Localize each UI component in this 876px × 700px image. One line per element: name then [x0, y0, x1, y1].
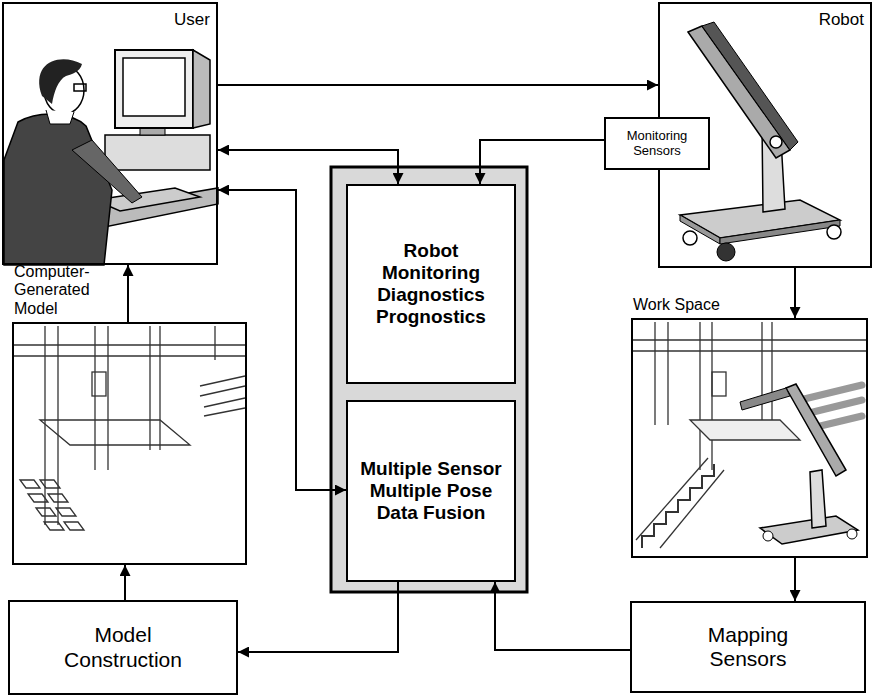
model-illustration-part	[204, 398, 245, 407]
user-illustration-part	[105, 135, 210, 170]
panel-heading: Computer- Generated Model	[14, 263, 114, 318]
workspace-illustration-part	[763, 531, 773, 541]
workspace-panel: Work Space	[631, 318, 868, 558]
center-frame-part	[331, 167, 527, 592]
workspace-illustration-part	[636, 458, 708, 540]
model-illustration-part	[20, 480, 84, 530]
workspace-illustration-part	[847, 529, 857, 539]
model-illustration-part	[159, 326, 160, 450]
workspace-illustration-part	[690, 420, 800, 440]
workspace-illustration-part	[800, 385, 862, 400]
model-illustration-part	[94, 326, 95, 470]
workspace-illustration	[631, 322, 868, 548]
box-label: Monitoring Sensors	[610, 129, 704, 159]
model-illustration-part	[200, 386, 245, 396]
robot-illustration-part	[717, 243, 735, 261]
model-illustration-part	[92, 372, 106, 396]
workspace-illustration-part	[631, 350, 868, 351]
robot-illustration-part	[827, 225, 841, 239]
process-box: Robot Monitoring Diagnostics Prognostics	[346, 184, 516, 384]
connector-arrow	[794, 268, 796, 318]
robot-illustration-part	[770, 136, 782, 148]
workspace-illustration-part	[660, 470, 724, 548]
model-illustration-part	[40, 420, 190, 445]
user-illustration-part	[74, 84, 86, 91]
connector-arrow	[480, 140, 604, 184]
user-illustration-part	[140, 128, 165, 135]
model-illustration	[12, 326, 247, 530]
user-illustration-part	[193, 50, 210, 128]
model-illustration-part	[12, 344, 247, 345]
workspace-illustration-part	[786, 384, 846, 476]
workspace-illustration-part	[740, 388, 790, 410]
workspace-illustration-part	[654, 322, 655, 425]
model-panel: Computer- Generated Model	[12, 322, 247, 565]
sensor-box: Mapping Sensors	[630, 601, 866, 693]
connector-arrow	[127, 265, 129, 322]
box-label: Robot Monitoring Diagnostics Prognostics	[356, 240, 506, 327]
connector-arrow	[238, 582, 398, 652]
connector-arrow	[218, 84, 658, 86]
model-illustration-part	[214, 326, 215, 360]
model-illustration-part	[200, 376, 245, 386]
process-box: Model Construction	[8, 600, 238, 695]
box-label: User	[174, 10, 210, 30]
center-frame	[331, 167, 527, 592]
model-illustration-part	[149, 326, 150, 450]
workspace-illustration-part	[631, 339, 868, 340]
box-label: Mapping Sensors	[673, 623, 823, 671]
connector-arrow	[218, 190, 346, 490]
process-box: Multiple Sensor Multiple Pose Data Fusio…	[346, 400, 516, 582]
workspace-illustration-part	[760, 516, 858, 544]
connector-arrow	[124, 565, 126, 600]
workspace-illustration-part	[805, 400, 862, 414]
robot-illustration-part	[680, 215, 720, 244]
box-label: Multiple Sensor Multiple Pose Data Fusio…	[356, 458, 506, 524]
workspace-illustration-part	[631, 322, 868, 548]
workspace-illustration-part	[810, 470, 826, 528]
robot-illustration-part	[702, 22, 798, 150]
model-illustration-part	[107, 326, 108, 470]
model-illustration-part	[57, 326, 58, 525]
model-illustration-part	[44, 326, 45, 525]
user-panel: User	[2, 2, 218, 265]
model-illustration-part	[204, 408, 245, 416]
user-illustration-part	[4, 114, 112, 265]
workspace-illustration-part	[667, 322, 668, 425]
connector-arrow	[794, 558, 796, 601]
panel-heading: Work Space	[633, 296, 773, 314]
user-illustration-part	[115, 50, 193, 128]
robot-illustration-part	[720, 220, 840, 244]
workspace-illustration-part	[699, 322, 700, 470]
user-illustration	[4, 50, 218, 265]
connector-arrow	[218, 150, 398, 184]
box-label: Model Construction	[48, 623, 198, 671]
box-label: Robot	[819, 10, 864, 30]
user-illustration-part	[123, 58, 185, 116]
model-illustration-part	[12, 355, 247, 356]
user-illustration-part	[39, 59, 82, 104]
robot-illustration-part	[683, 231, 697, 245]
connector-arrow	[495, 582, 630, 650]
workspace-illustration-part	[642, 464, 714, 548]
workspace-illustration-part	[712, 372, 726, 396]
user-illustration-part	[72, 140, 142, 203]
sensor-box: Monitoring Sensors	[604, 117, 710, 170]
user-illustration-part	[46, 110, 74, 124]
